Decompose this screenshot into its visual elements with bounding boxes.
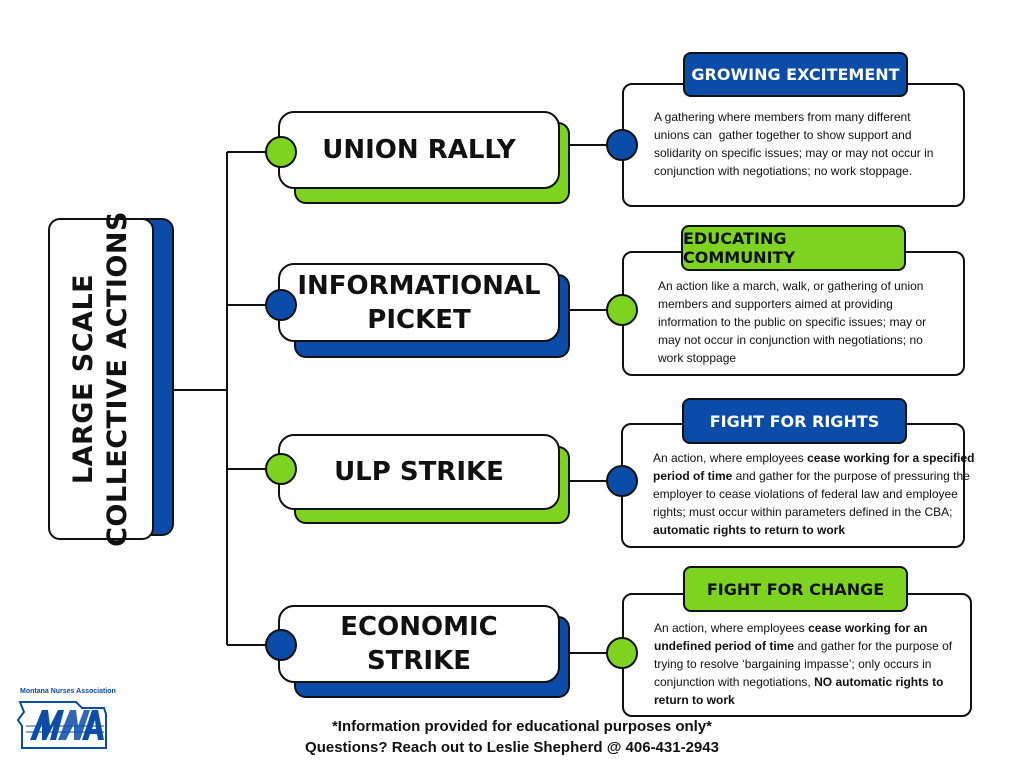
desc-text: trying to resolve ‘bargaining impasse’; … [654,657,932,671]
ulp-strike-box: ULP STRIKE [278,434,560,510]
montana-state-icon [16,701,107,749]
fight-for-rights-badge: FIGHT FOR RIGHTS [682,398,907,444]
union-rally-description: A gathering where members from many diff… [622,83,965,207]
desc-text: employer to cease violations of federal … [653,487,958,501]
desc-text: conjunction with negotiations, [654,675,815,689]
desc-line: work stoppage [658,349,953,367]
desc-line: undefined period of time and gather for … [654,637,960,655]
badge-label: GROWING EXCITEMENT [691,65,900,84]
desc-text: An action, where employees [653,451,808,465]
informational-picket-left-dot [265,289,297,321]
growing-excitement-badge: GROWING EXCITEMENT [683,52,908,97]
desc-line: members and supporters aimed at providin… [658,295,953,313]
footer-contact: Questions? Reach out to Leslie Shepherd … [305,739,719,756]
main-title-line-1: LARGE SCALE [68,273,99,485]
desc-text: rights; must occur within parameters def… [653,505,953,519]
footer-disclaimer: *Information provided for educational pu… [331,718,713,735]
economic-strike-left-dot [265,629,297,661]
desc-text: information to the public on specific is… [658,315,927,329]
desc-line: may not occur in conjunction with negoti… [658,331,953,349]
main-title-card: LARGE SCALE COLLECTIVE ACTIONS [48,211,154,547]
ulp-strike-left-dot [265,453,297,485]
desc-line: rights; must occur within parameters def… [653,503,953,521]
desc-line: unions can gather together to show suppo… [654,126,953,144]
desc-text: and gather for the purpose of [794,639,953,653]
desc-line: A gathering where members from many diff… [654,108,953,126]
desc-bold-text: cease working for a specified [807,451,975,465]
economic-strike-title-line-2: STRIKE [366,646,472,676]
desc-bold-text: return to work [654,693,735,707]
desc-bold-text: automatic rights to return to work [653,523,846,537]
mna-logo: Montana Nurses Association [16,688,116,750]
fight-for-change-badge: FIGHT FOR CHANGE [683,566,908,612]
main-title: LARGE SCALE COLLECTIVE ACTIONS [67,211,135,547]
desc-bold-text: period of time [653,469,733,483]
informational-picket-right-dot [606,294,638,326]
union-rally-box: UNION RALLY [278,111,560,189]
informational-picket-title-line-2: PICKET [367,304,471,335]
desc-text: An action like a march, walk, or gatheri… [658,279,924,293]
ulp-strike-right-dot [606,465,638,497]
desc-line: automatic rights to return to work [653,521,953,539]
desc-text: unions can gather together to show suppo… [654,128,912,142]
desc-line: solidarity on specific issues; may or ma… [654,144,953,162]
economic-strike-box: ECONOMIC STRIKE [278,605,560,683]
desc-text: conjunction with negotiations; no work s… [654,164,913,178]
main-title-line-2: COLLECTIVE ACTIONS [102,211,133,547]
desc-text: solidarity on specific issues; may or ma… [654,146,934,160]
logo-org-name: Montana Nurses Association [20,688,116,695]
informational-picket-title-line-1: INFORMATIONAL [297,270,541,301]
desc-line: conjunction with negotiations, NO automa… [654,673,960,691]
union-rally-title: UNION RALLY [322,135,516,165]
desc-text: and gather for the purpose of pressuring… [732,469,970,483]
desc-line: return to work [654,691,960,709]
desc-line: trying to resolve ‘bargaining impasse’; … [654,655,960,673]
desc-line: conjunction with negotiations; no work s… [654,162,953,180]
badge-label: FIGHT FOR RIGHTS [709,411,880,431]
desc-text: work stoppage [658,351,737,365]
desc-line: information to the public on specific is… [658,313,953,331]
desc-line: An action, where employees cease working… [654,619,960,637]
desc-bold-text: cease working for an [808,621,928,635]
desc-line: period of time and gather for the purpos… [653,467,970,485]
economic-strike-description: An action, where employees cease working… [622,593,972,717]
desc-text: members and supporters aimed at providin… [658,297,893,311]
desc-text: An action, where employees [654,621,809,635]
badge-label: EDUCATING COMMUNITY [683,229,796,267]
badge-label: FIGHT FOR CHANGE [706,579,885,599]
desc-line: An action, where employees cease working… [653,449,975,467]
economic-strike-title-line-1: ECONOMIC [340,612,498,642]
union-rally-left-dot [265,136,297,168]
informational-picket-box: INFORMATIONAL PICKET [278,263,560,342]
union-rally-right-dot [606,129,638,161]
desc-bold-text: NO automatic rights to [814,675,944,689]
ulp-strike-title: ULP STRIKE [334,457,504,487]
educating-community-badge: EDUCATING COMMUNITY [681,225,906,271]
desc-text: may not occur in conjunction with negoti… [658,333,923,347]
desc-line: employer to cease violations of federal … [653,485,958,503]
desc-line: An action like a march, walk, or gatheri… [658,277,953,295]
economic-strike-right-dot [606,637,638,669]
desc-text: A gathering where members from many diff… [654,110,911,124]
desc-bold-text: undefined period of time [654,639,794,653]
